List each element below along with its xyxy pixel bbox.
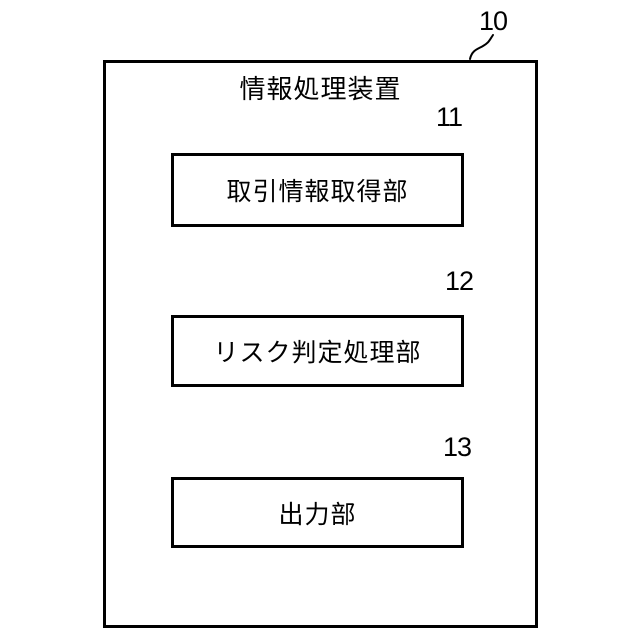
ref-label-10: 10	[479, 6, 508, 36]
device-title: 情報処理装置	[239, 74, 402, 104]
ref-label-12: 12	[445, 266, 474, 296]
transaction-info-acquisition-unit-block: 取引情報取得部	[171, 153, 464, 227]
block-label: 出力部	[278, 500, 357, 529]
ref-label-13: 13	[443, 432, 472, 462]
risk-determination-processing-unit-block: リスク判定処理部	[171, 315, 464, 387]
output-unit-block: 出力部	[171, 477, 464, 548]
leader-line-10	[469, 34, 494, 60]
block-label: リスク判定処理部	[213, 339, 422, 367]
ref-label-11: 11	[436, 102, 463, 132]
block-label: 取引情報取得部	[226, 178, 409, 206]
